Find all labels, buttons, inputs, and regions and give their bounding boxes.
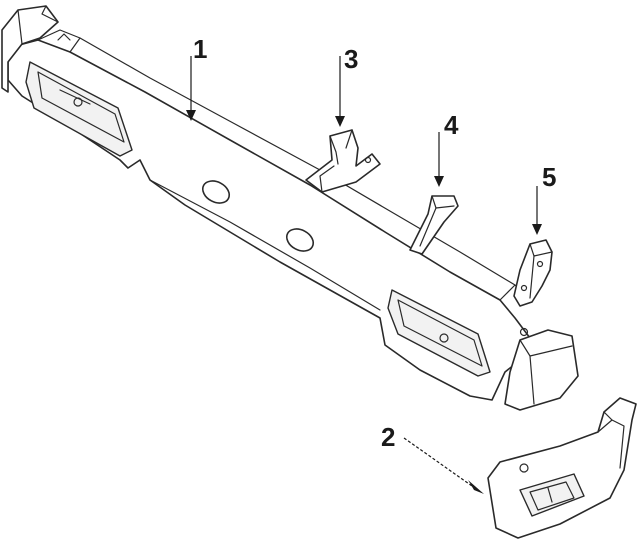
part-3-bracket [305,129,381,193]
leader-2 [403,437,484,494]
callout-5-label: 5 [542,162,556,192]
part-1-bumper-bar [7,29,531,401]
callout-1-label: 1 [193,34,207,64]
leader-4 [434,132,444,187]
leader-3 [335,56,345,127]
callout-4-label: 4 [444,110,459,140]
part-1-left-end-cap [1,5,59,93]
part-1-right-end-cap [504,329,579,411]
part-2-bumper-end [487,397,637,539]
callout-3-label: 3 [344,44,358,74]
leader-5 [532,186,542,235]
leader-1 [186,56,196,121]
part-5-bracket [513,239,553,307]
callout-2-label: 2 [381,422,395,452]
part-4-stay [409,195,459,255]
